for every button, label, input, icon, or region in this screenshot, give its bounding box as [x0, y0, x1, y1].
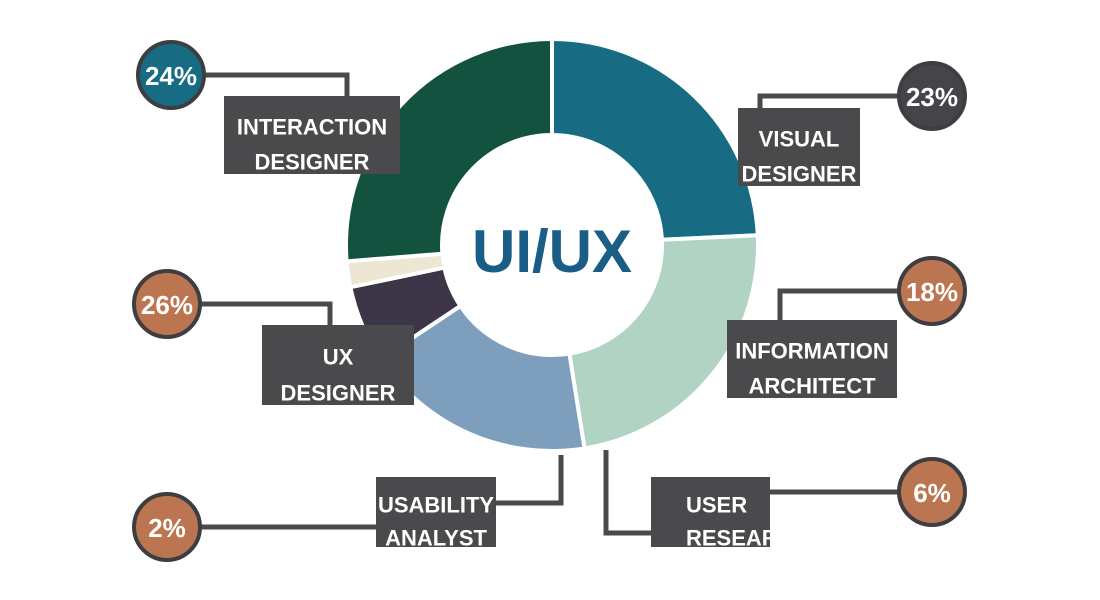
label-box-0: [224, 96, 400, 174]
percent-label-4: 2%: [148, 513, 186, 543]
percent-label-2: 18%: [906, 277, 958, 307]
percent-label-3: 6%: [913, 478, 951, 508]
connector-line-5: [201, 301, 333, 325]
percent-badge-3: [897, 457, 967, 527]
leader-line-4: [496, 455, 564, 506]
connector-lines: [201, 72, 898, 536]
percent-badges: 24% 23% 18% 6% 2% 26%: [132, 40, 967, 562]
leader-line-3: [603, 450, 651, 536]
percent-label-5: 26%: [141, 290, 193, 320]
label-box-5: [262, 325, 414, 405]
slice-label-line1-5: UX: [323, 345, 354, 370]
slice-label-line2-3: RESEARCH: [686, 526, 809, 551]
slice-label-line1-0: INTERACTION: [237, 115, 387, 140]
slice-label-line1-1: VISUAL: [759, 127, 840, 152]
slice-labels: INTERACTION DESIGNER VISUAL DESIGNER INFORMA…: [224, 96, 897, 551]
label-box-1: [738, 108, 860, 186]
percent-label-0: 24%: [145, 61, 197, 91]
percent-badge-0: [136, 40, 206, 110]
slice-label-line1-2: INFORMATION: [735, 339, 889, 364]
connector-line-0: [205, 72, 350, 96]
percent-badge-5: [132, 269, 202, 339]
slice-label-line2-0: DESIGNER: [255, 150, 370, 175]
percent-badge-2: [897, 256, 967, 326]
slice-label-line2-2: ARCHITECT: [748, 374, 876, 399]
slice-label-line1-4: USABILITY: [378, 493, 494, 518]
label-box-3: [651, 477, 770, 547]
label-box-2: [727, 320, 897, 398]
percent-badge-1: [897, 61, 967, 131]
percent-badge-4: [132, 492, 202, 562]
donut-hole: [442, 135, 662, 355]
slice-label-line2-5: DESIGNER: [281, 381, 396, 406]
slice-label-line2-4: ANALYST: [385, 526, 487, 551]
slice-label-line1-3: USER: [686, 493, 747, 518]
label-box-4: [376, 477, 496, 547]
slice-label-line2-1: DESIGNER: [742, 162, 857, 187]
connector-line-1: [757, 93, 898, 108]
chart-title: UI/UX: [472, 218, 632, 285]
connector-line-2: [777, 288, 898, 320]
percent-label-1: 23%: [906, 82, 958, 112]
